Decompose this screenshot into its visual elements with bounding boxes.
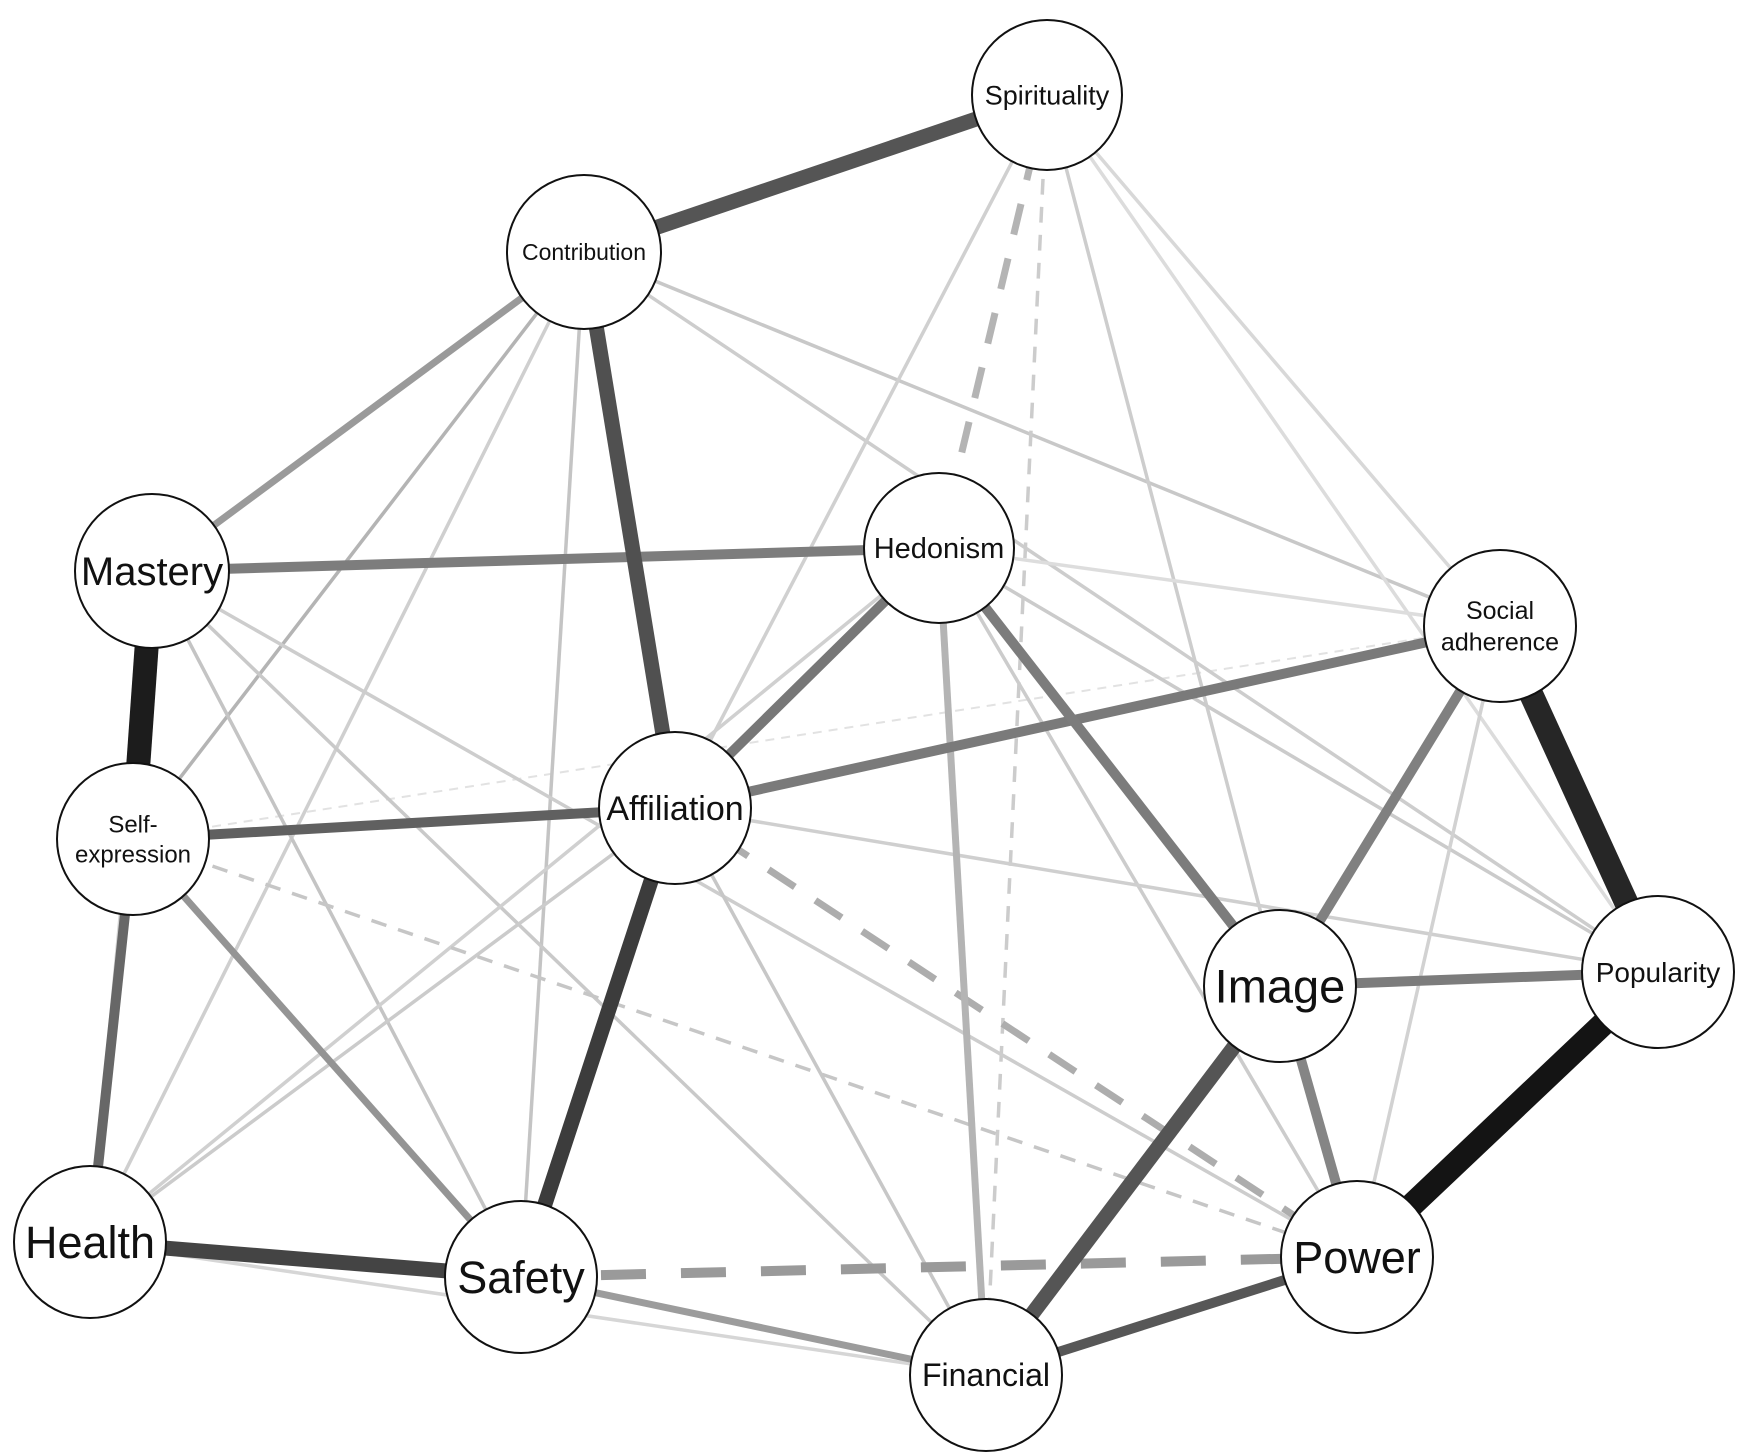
edge-hedonism-financial (935, 547, 990, 1376)
node-circle-health (13, 1165, 167, 1319)
edge-safety-power (520, 1252, 1358, 1282)
node-circle-mastery (74, 493, 230, 649)
node-health: Health (13, 1165, 167, 1319)
node-label-self-expression: Self-expression (75, 811, 191, 868)
edge-affiliation-financial (673, 807, 988, 1376)
node-circle-image (1203, 909, 1357, 1063)
node-image: Image (1203, 909, 1357, 1063)
edge-affiliation-popularity (674, 806, 1659, 974)
edge-self-expression-affiliation (132, 803, 676, 844)
node-contribution: Contribution (506, 174, 662, 330)
edge-mastery-hedonism (151, 543, 940, 576)
edge-contribution-popularity (583, 250, 1659, 974)
edge-self-expression-power (132, 837, 1358, 1259)
node-circle-financial (909, 1298, 1063, 1452)
edge-contribution-affiliation (576, 250, 683, 810)
node-power: Power (1280, 1180, 1434, 1334)
edge-spirituality-popularity (1045, 93, 1660, 974)
node-self-expression: Self-expression (56, 762, 210, 916)
edge-affiliation-safety (513, 805, 683, 1280)
edge-self-expression-social-adherence (132, 625, 1501, 840)
node-safety: Safety (444, 1200, 598, 1354)
node-popularity: Popularity (1581, 895, 1735, 1049)
edge-spirituality-image (1045, 94, 1282, 987)
node-financial: Financial (909, 1298, 1063, 1452)
edge-hedonism-image (935, 544, 1284, 990)
edge-spirituality-affiliation (673, 94, 1049, 809)
node-label-hedonism: Hedonism (874, 533, 1005, 565)
edge-contribution-social-adherence (583, 250, 1501, 628)
node-label-affiliation: Affiliation (606, 790, 743, 828)
node-label-health: Health (25, 1217, 155, 1268)
node-mastery: Mastery (74, 493, 230, 649)
edge-hedonism-power (937, 547, 1359, 1258)
node-circle-social-adherence (1423, 549, 1577, 703)
edge-image-financial (980, 981, 1286, 1380)
node-label-mastery: Mastery (81, 550, 223, 594)
edge-spirituality-social-adherence (1045, 93, 1502, 628)
edge-mastery-safety (150, 570, 523, 1278)
edge-affiliation-power (673, 805, 1359, 1260)
edge-affiliation-health (88, 806, 677, 1244)
edge-self-expression-safety (130, 836, 524, 1280)
edge-affiliation-social-adherence (673, 621, 1502, 813)
node-circle-hedonism (863, 472, 1015, 624)
node-label-power: Power (1293, 1232, 1421, 1283)
node-circle-affiliation (598, 731, 752, 885)
edge-contribution-self-expression (131, 250, 586, 841)
edge-social-adherence-power (1355, 625, 1502, 1258)
node-label-financial: Financial (922, 1357, 1050, 1393)
edge-mastery-financial (150, 569, 988, 1377)
node-label-contribution: Contribution (522, 239, 646, 265)
edge-safety-financial (520, 1273, 987, 1379)
node-circle-contribution (506, 174, 662, 330)
edge-spirituality-hedonism (935, 94, 1051, 549)
node-circle-safety (444, 1200, 598, 1354)
node-circle-power (1280, 1180, 1434, 1334)
edge-hedonism-health (88, 546, 941, 1244)
node-label-popularity: Popularity (1596, 957, 1721, 988)
node-circle-spirituality (971, 19, 1123, 171)
node-affiliation: Affiliation (598, 731, 752, 885)
edge-hedonism-popularity (938, 546, 1659, 974)
edge-hedonism-social-adherence (938, 546, 1501, 628)
node-spirituality: Spirituality (971, 19, 1123, 171)
node-label-spirituality: Spirituality (985, 80, 1110, 110)
edge-contribution-spirituality (581, 87, 1050, 260)
node-label-image: Image (1215, 959, 1346, 1012)
edge-contribution-mastery (149, 249, 587, 574)
node-label-safety: Safety (457, 1252, 585, 1303)
edge-contribution-safety (519, 251, 586, 1278)
edge-spirituality-financial (984, 94, 1049, 1376)
node-hedonism: Hedonism (863, 472, 1015, 624)
node-circle-popularity (1581, 895, 1735, 1049)
node-circle-self-expression (56, 762, 210, 916)
